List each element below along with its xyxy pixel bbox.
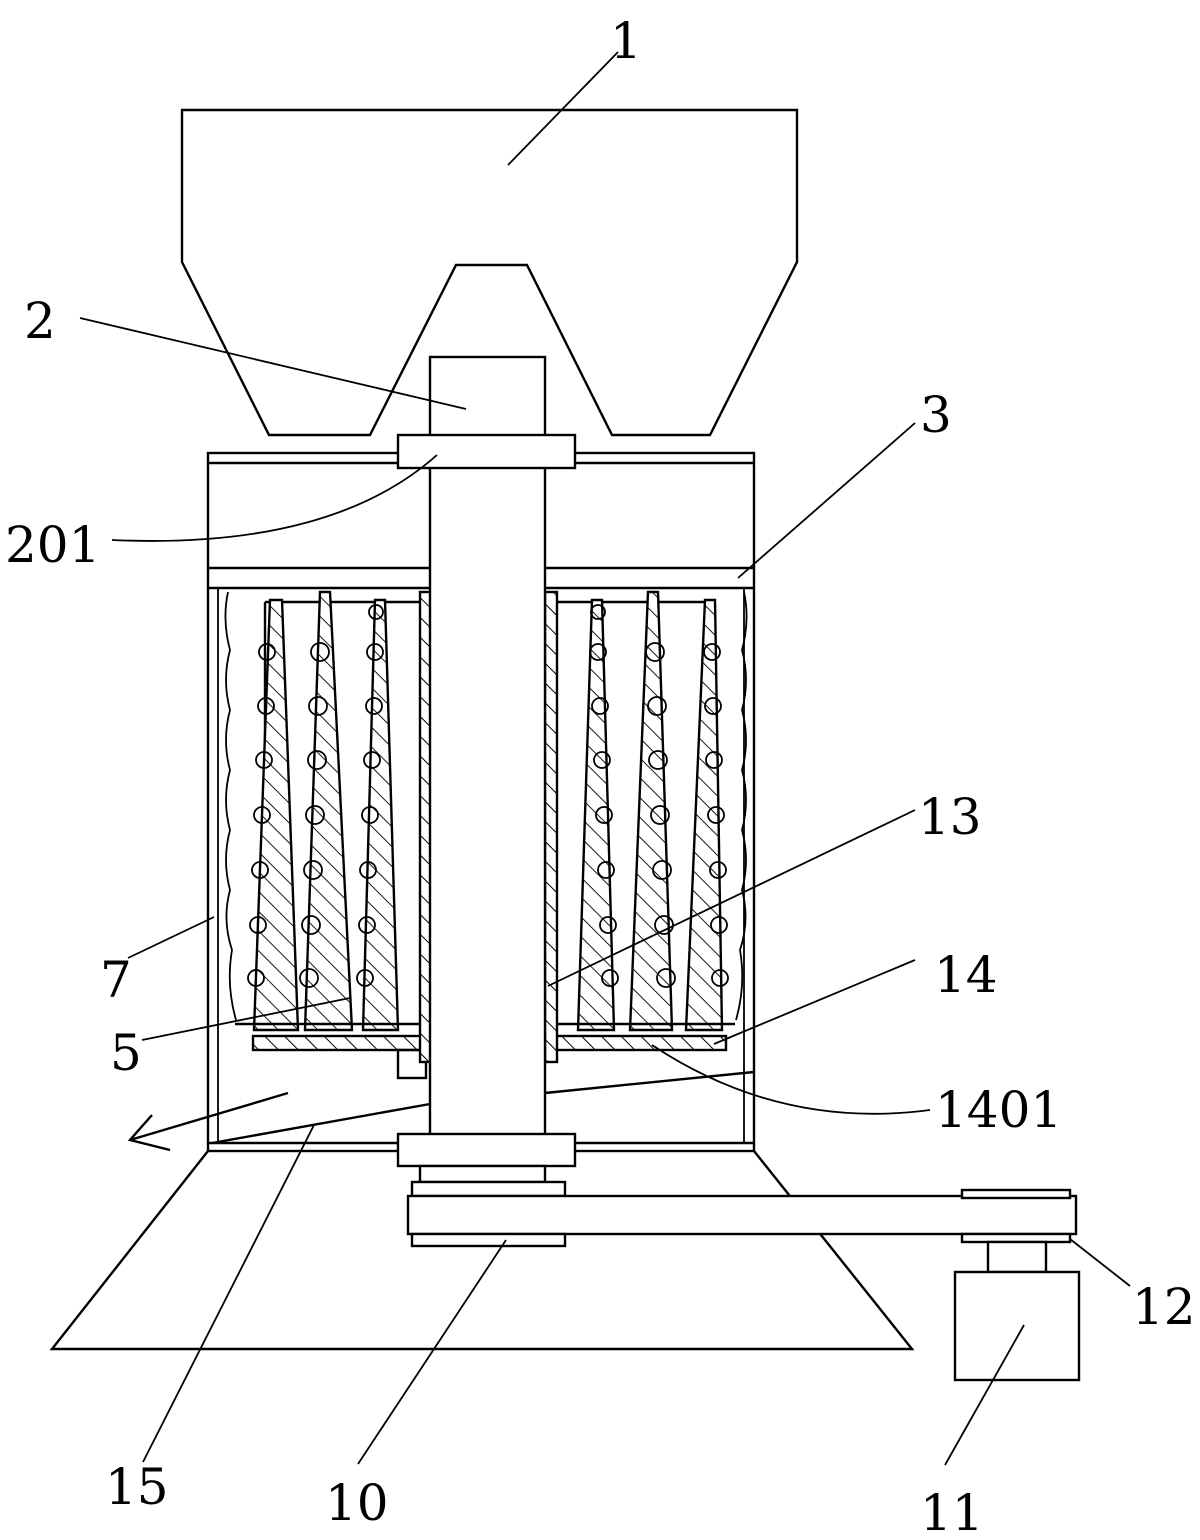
discharge-arrow bbox=[127, 1091, 289, 1152]
label-201: 201 bbox=[5, 516, 100, 574]
main-shaft bbox=[428, 355, 547, 1164]
lower-bearing bbox=[396, 1132, 577, 1168]
label-7: 7 bbox=[100, 951, 132, 1009]
blade-assembly-right bbox=[554, 590, 735, 1052]
label-13: 13 bbox=[918, 788, 982, 846]
label-15: 15 bbox=[105, 1458, 169, 1516]
discharge-chute bbox=[211, 1070, 755, 1145]
label-10: 10 bbox=[325, 1474, 389, 1532]
hopper bbox=[180, 108, 799, 437]
blade-assembly-left bbox=[235, 590, 428, 1080]
drive-belt bbox=[406, 1164, 1078, 1248]
label-2: 2 bbox=[24, 292, 56, 350]
label-1: 1 bbox=[610, 12, 642, 70]
base-cone bbox=[49, 1150, 915, 1351]
label-12: 12 bbox=[1132, 1278, 1196, 1336]
labels: 1 2 201 3 13 7 14 5 1401 12 15 10 11 bbox=[5, 12, 1196, 1540]
label-11: 11 bbox=[920, 1484, 984, 1540]
motor bbox=[953, 1240, 1081, 1382]
label-14: 14 bbox=[934, 946, 998, 1004]
label-3: 3 bbox=[920, 386, 952, 444]
upper-bearing bbox=[396, 433, 577, 470]
label-1401: 1401 bbox=[935, 1081, 1062, 1139]
leader-lines bbox=[79, 51, 1131, 1466]
label-5: 5 bbox=[110, 1024, 142, 1082]
screen-left bbox=[224, 591, 748, 1021]
